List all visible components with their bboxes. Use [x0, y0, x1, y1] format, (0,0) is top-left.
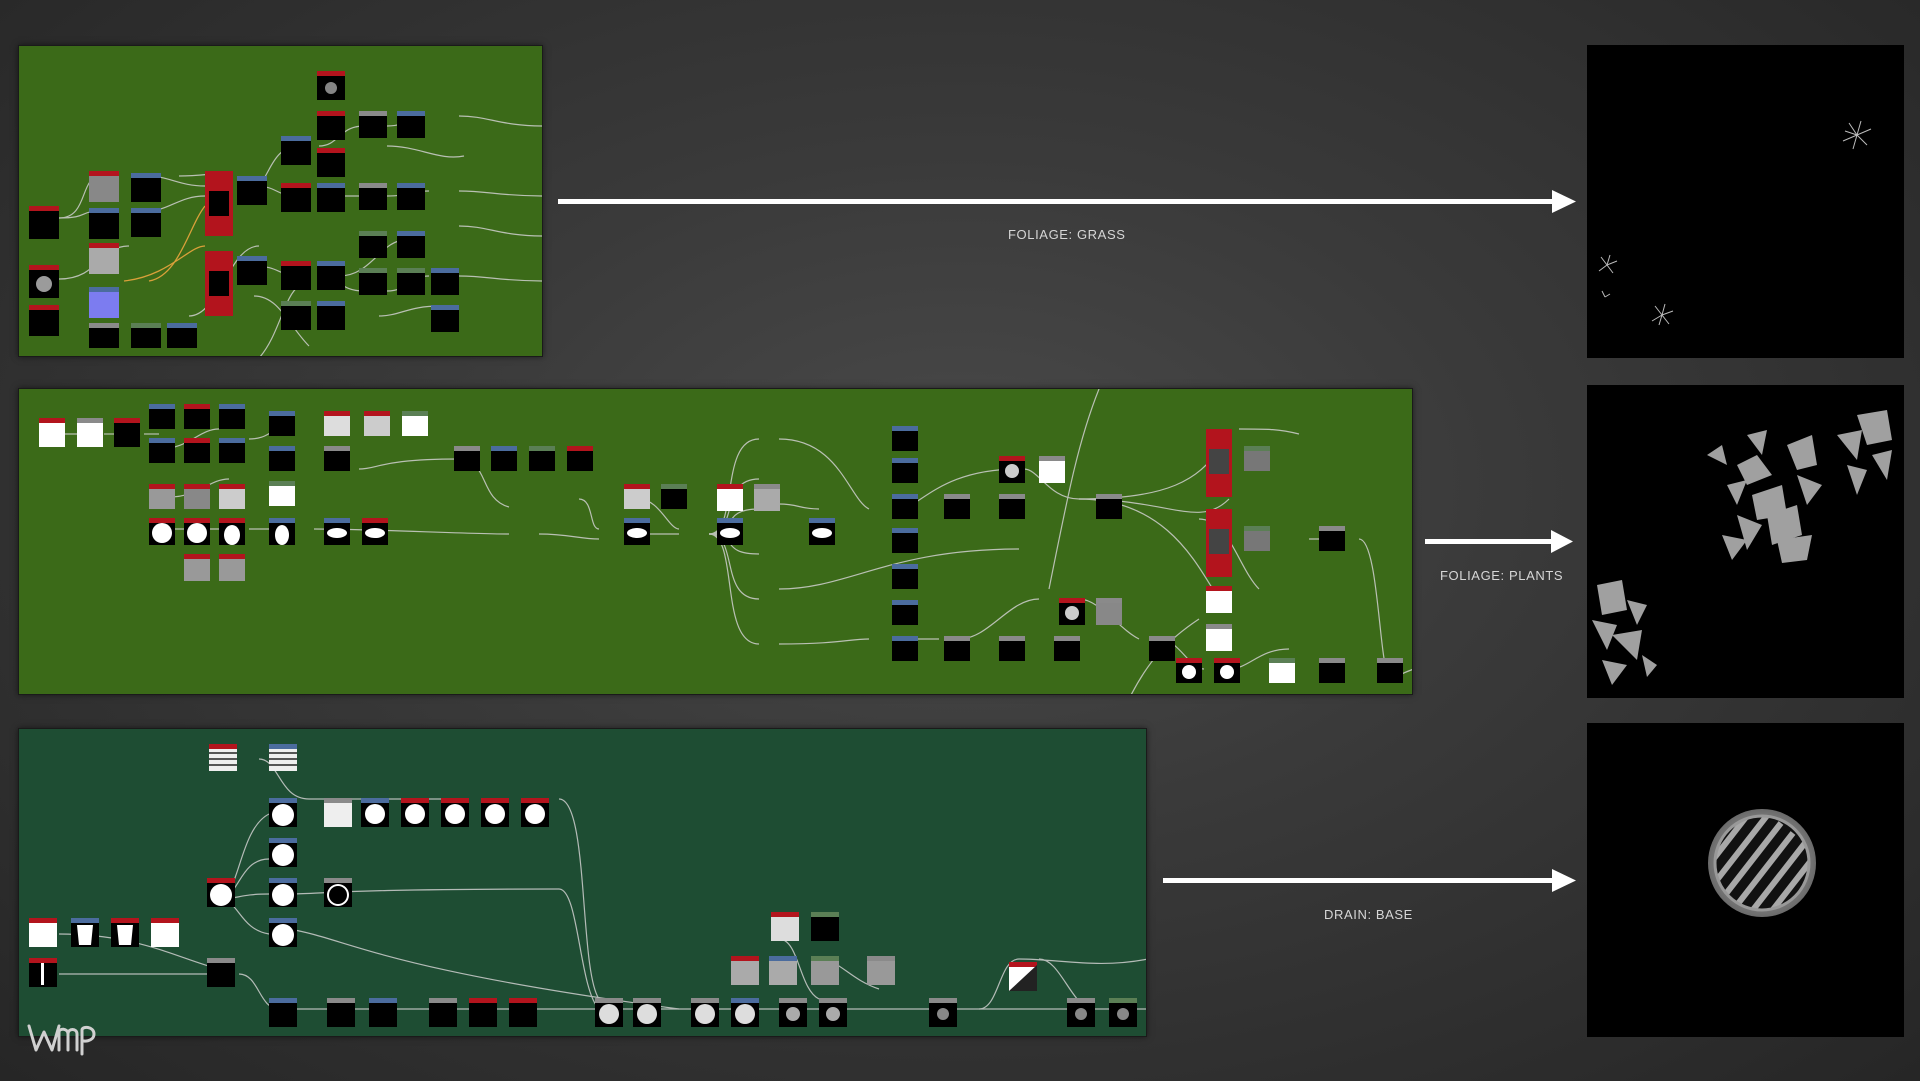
plants-graph-panel[interactable]	[18, 388, 1413, 695]
grass-preview-image	[1587, 45, 1904, 358]
drain-node-graph[interactable]	[19, 729, 1147, 1037]
plants-preview-image	[1587, 385, 1904, 698]
plants-label: FOLIAGE: PLANTS	[1440, 568, 1564, 583]
drain-label: DRAIN: BASE	[1324, 907, 1413, 922]
plants-arrow-icon	[1425, 530, 1573, 553]
grass-graph-panel[interactable]	[18, 45, 543, 357]
drain-preview-image	[1587, 723, 1904, 1037]
drain-graph-panel[interactable]	[18, 728, 1147, 1037]
grass-arrow-icon	[558, 190, 1576, 213]
wmp-logo-icon	[27, 1024, 96, 1056]
drain-arrow-icon	[1163, 869, 1576, 892]
grass-label: FOLIAGE: GRASS	[1008, 227, 1126, 242]
grass-node-graph[interactable]	[19, 46, 543, 357]
plants-node-graph[interactable]	[19, 389, 1413, 695]
